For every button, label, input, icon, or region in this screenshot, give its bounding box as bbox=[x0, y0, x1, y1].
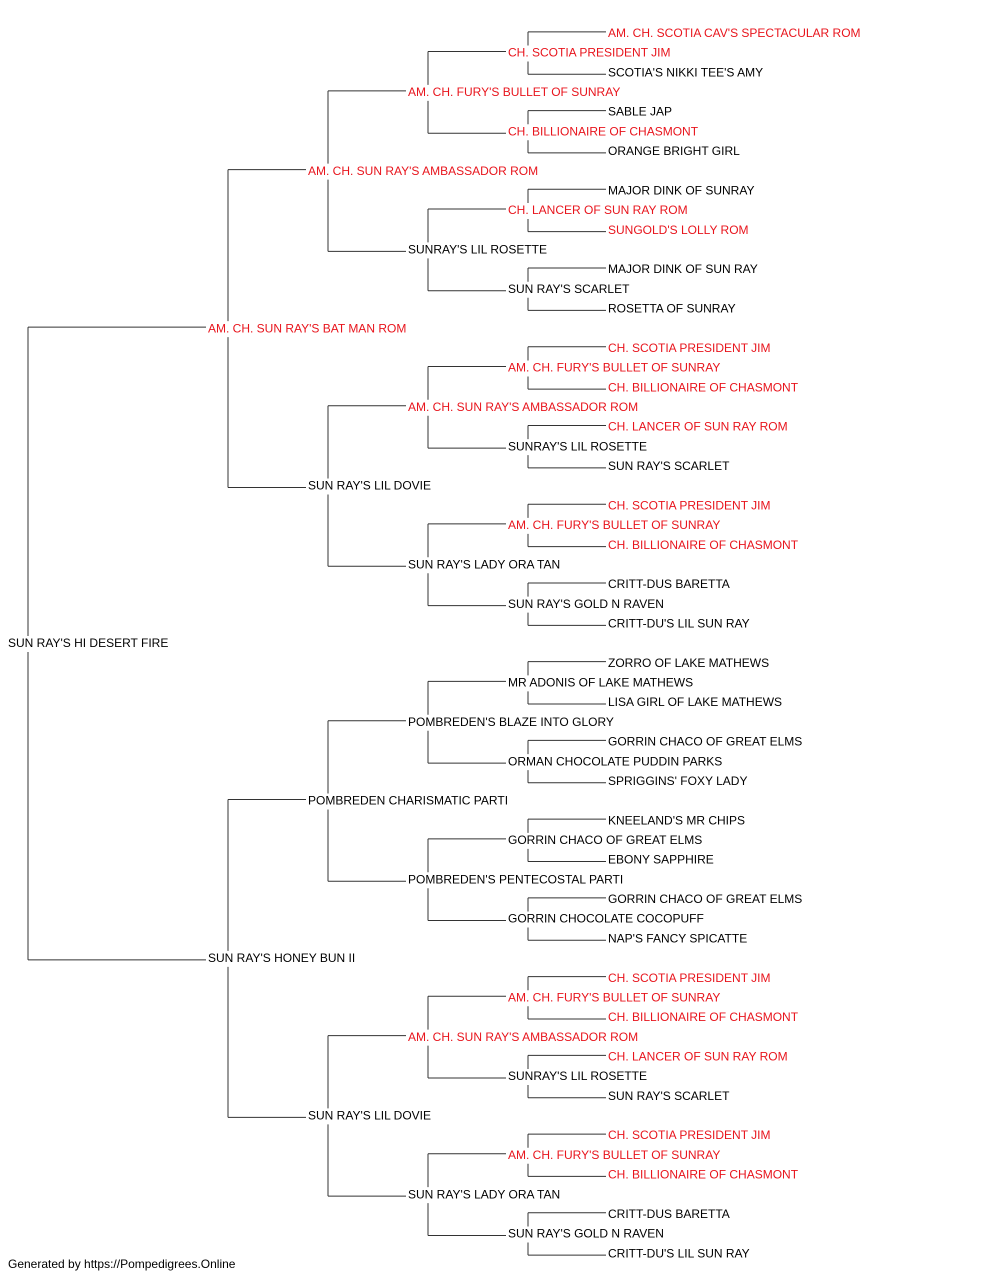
ancestor-name: AM. CH. SUN RAY'S BAT MAN ROM bbox=[208, 321, 406, 335]
ancestor-name: SUNRAY'S LIL ROSETTE bbox=[408, 243, 547, 257]
ancestor-name: SUN RAY'S LIL DOVIE bbox=[308, 479, 431, 493]
ancestor-name: CH. SCOTIA PRESIDENT JIM bbox=[608, 1128, 770, 1142]
ancestor-name: CRITT-DUS BARETTA bbox=[608, 577, 730, 591]
ancestor-name: AM. CH. SUN RAY'S AMBASSADOR ROM bbox=[408, 400, 638, 414]
ancestor-name: CH. BILLIONAIRE OF CHASMONT bbox=[608, 1010, 799, 1024]
ancestor-name: CH. BILLIONAIRE OF CHASMONT bbox=[608, 1168, 799, 1182]
ancestor-name: SUNRAY'S LIL ROSETTE bbox=[508, 439, 647, 453]
ancestor-name: SUN RAY'S GOLD N RAVEN bbox=[508, 1227, 664, 1241]
ancestor-name: AM. CH. FURY'S BULLET OF SUNRAY bbox=[408, 85, 620, 99]
ancestor-name: CH. LANCER OF SUN RAY ROM bbox=[508, 203, 688, 217]
ancestor-name: SUN RAY'S SCARLET bbox=[608, 459, 730, 473]
ancestor-name: KNEELAND'S MR CHIPS bbox=[608, 813, 745, 827]
ancestor-name: CH. SCOTIA PRESIDENT JIM bbox=[608, 971, 770, 985]
ancestor-name: ORANGE BRIGHT GIRL bbox=[608, 144, 740, 158]
ancestor-name: SUN RAY'S LIL DOVIE bbox=[308, 1109, 431, 1123]
ancestor-name: POMBREDEN'S PENTECOSTAL PARTI bbox=[408, 872, 623, 886]
ancestor-name: POMBREDEN'S BLAZE INTO GLORY bbox=[408, 715, 614, 729]
ancestor-name: ORMAN CHOCOLATE PUDDIN PARKS bbox=[508, 754, 722, 768]
ancestor-name: SUN RAY'S LADY ORA TAN bbox=[408, 1187, 560, 1201]
ancestor-name: LISA GIRL OF LAKE MATHEWS bbox=[608, 695, 782, 709]
ancestor-name: ROSETTA OF SUNRAY bbox=[608, 302, 736, 316]
ancestor-name: CH. BILLIONAIRE OF CHASMONT bbox=[608, 380, 799, 394]
subject-dog-name: SUN RAY'S HI DESERT FIRE bbox=[8, 636, 168, 650]
ancestor-name: GORRIN CHACO OF GREAT ELMS bbox=[608, 892, 802, 906]
ancestor-name: SUNRAY'S LIL ROSETTE bbox=[508, 1069, 647, 1083]
ancestor-name: CRITT-DU'S LIL SUN RAY bbox=[608, 1246, 750, 1260]
ancestor-name: SUN RAY'S GOLD N RAVEN bbox=[508, 597, 664, 611]
ancestor-name: MR ADONIS OF LAKE MATHEWS bbox=[508, 676, 693, 690]
ancestor-name: CH. LANCER OF SUN RAY ROM bbox=[608, 420, 788, 434]
ancestor-name: AM. CH. FURY'S BULLET OF SUNRAY bbox=[508, 990, 720, 1004]
ancestor-name: CH. BILLIONAIRE OF CHASMONT bbox=[608, 538, 799, 552]
ancestor-name: CH. LANCER OF SUN RAY ROM bbox=[608, 1050, 788, 1064]
ancestor-name: MAJOR DINK OF SUN RAY bbox=[608, 262, 758, 276]
ancestor-name: SUNGOLD'S LOLLY ROM bbox=[608, 223, 749, 237]
ancestor-name: CH. SCOTIA PRESIDENT JIM bbox=[508, 46, 670, 60]
ancestor-name: CH. SCOTIA PRESIDENT JIM bbox=[608, 498, 770, 512]
ancestor-name: SUN RAY'S SCARLET bbox=[508, 282, 630, 296]
footer-credit: Generated by https://Pompedigrees.Online bbox=[8, 1257, 236, 1271]
ancestor-name: CH. SCOTIA PRESIDENT JIM bbox=[608, 341, 770, 355]
ancestor-name: SUN RAY'S LADY ORA TAN bbox=[408, 557, 560, 571]
ancestor-name: SPRIGGINS' FOXY LADY bbox=[608, 774, 747, 788]
ancestor-name: CRITT-DU'S LIL SUN RAY bbox=[608, 616, 750, 630]
ancestor-name: AM. CH. SUN RAY'S AMBASSADOR ROM bbox=[308, 164, 538, 178]
ancestor-name: AM. CH. FURY'S BULLET OF SUNRAY bbox=[508, 518, 720, 532]
ancestor-name: SUN RAY'S SCARLET bbox=[608, 1089, 730, 1103]
ancestor-name: GORRIN CHACO OF GREAT ELMS bbox=[608, 735, 802, 749]
ancestor-name: AM. CH. SUN RAY'S AMBASSADOR ROM bbox=[408, 1030, 638, 1044]
ancestor-name: POMBREDEN CHARISMATIC PARTI bbox=[308, 794, 508, 808]
ancestor-name: SABLE JAP bbox=[608, 105, 672, 119]
ancestor-name: AM. CH. FURY'S BULLET OF SUNRAY bbox=[508, 361, 720, 375]
ancestor-name: MAJOR DINK OF SUNRAY bbox=[608, 183, 754, 197]
ancestor-name: ZORRO OF LAKE MATHEWS bbox=[608, 656, 769, 670]
ancestor-name: NAP'S FANCY SPICATTE bbox=[608, 931, 747, 945]
ancestor-name: CH. BILLIONAIRE OF CHASMONT bbox=[508, 124, 699, 138]
ancestor-name: SCOTIA'S NIKKI TEE'S AMY bbox=[608, 65, 763, 79]
ancestor-name: AM. CH. FURY'S BULLET OF SUNRAY bbox=[508, 1148, 720, 1162]
ancestor-name: AM. CH. SCOTIA CAV'S SPECTACULAR ROM bbox=[608, 26, 861, 40]
ancestor-name: EBONY SAPPHIRE bbox=[608, 853, 714, 867]
ancestor-name: SUN RAY'S HONEY BUN II bbox=[208, 951, 355, 965]
ancestor-name: GORRIN CHOCOLATE COCOPUFF bbox=[508, 912, 704, 926]
ancestor-name: GORRIN CHACO OF GREAT ELMS bbox=[508, 833, 702, 847]
ancestor-name: CRITT-DUS BARETTA bbox=[608, 1207, 730, 1221]
